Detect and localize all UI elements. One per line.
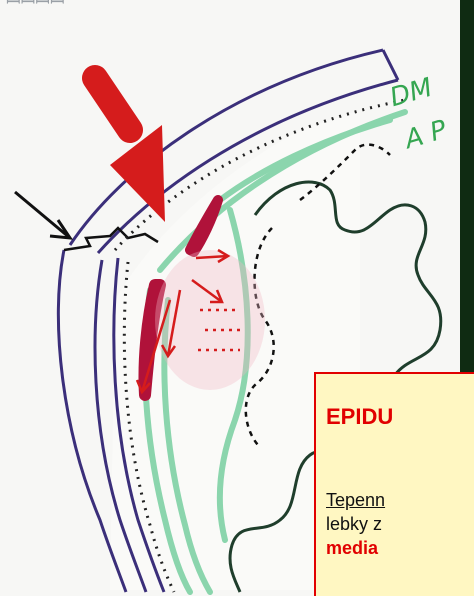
callout-title: EPIDU	[326, 404, 393, 430]
callout-line-3: media	[326, 538, 378, 559]
black-arrow-icon	[15, 192, 70, 238]
callout-line-1: Tepenn	[326, 490, 385, 511]
callout-line-2: lebky z	[326, 514, 382, 535]
skull-cut-end	[383, 50, 398, 80]
hematoma-haze	[155, 250, 265, 390]
info-callout-box: EPIDU Tepenn lebky z media	[314, 372, 474, 596]
